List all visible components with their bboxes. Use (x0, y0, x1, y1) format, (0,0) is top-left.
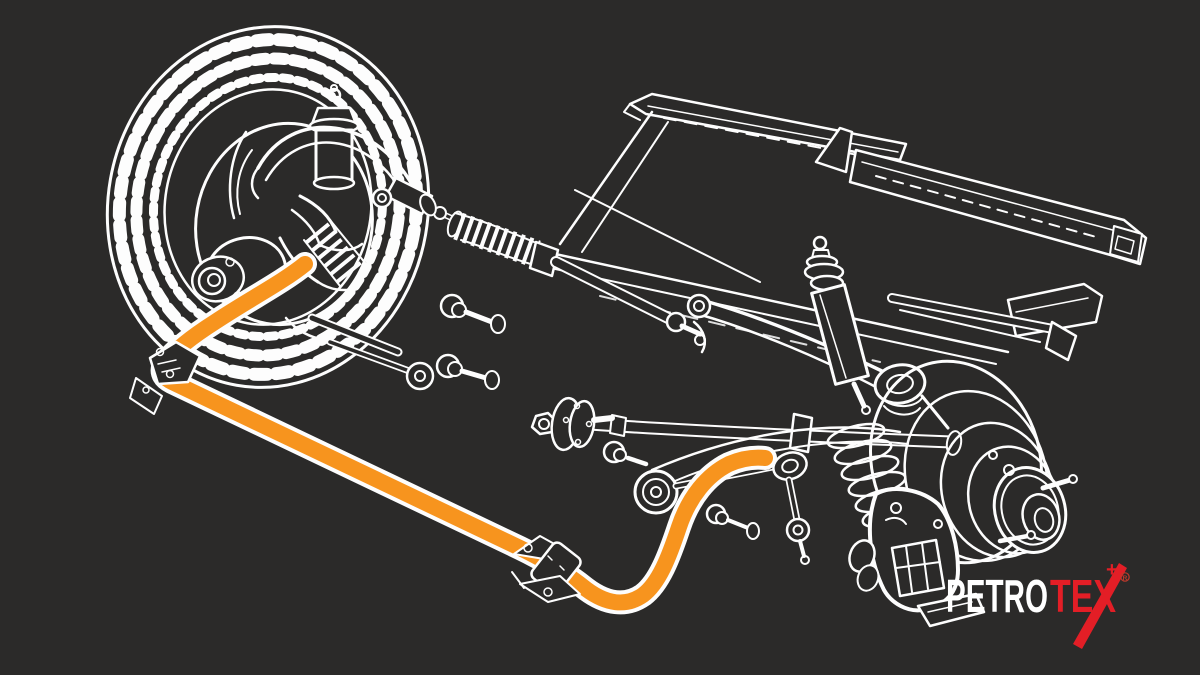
rail-fin-bracket (814, 126, 854, 174)
logo-x-swoosh (1073, 563, 1127, 649)
steering-rack-tube (550, 256, 706, 354)
registered-trademark-letter: R (1123, 575, 1128, 582)
upper-control-arm (250, 125, 437, 217)
petrotex-logo: PETRO TEX + R (946, 559, 1130, 649)
stabilizer-end-link (772, 451, 811, 565)
stabilizer-bar (150, 252, 777, 615)
coil-spring-front (303, 219, 367, 287)
steering-rack-bellows (417, 201, 560, 278)
logo-text-white: PETRO (946, 570, 1048, 622)
lower-control-arm (307, 293, 506, 391)
stabilizer-bar-highlight (154, 256, 773, 611)
wheel-hub (997, 474, 1078, 544)
brake-caliper (848, 487, 986, 628)
subframe-rails (531, 92, 1148, 365)
front-tire (105, 25, 431, 389)
registered-trademark-icon (1120, 572, 1130, 582)
stabilizer-bushing-clamp-front (129, 340, 202, 415)
rear-shock-absorber (803, 235, 871, 415)
stabilizer-bushing-clamp-rear (511, 535, 582, 603)
loose-fasteners (705, 503, 760, 540)
logo-plus-mark: + (1106, 559, 1118, 581)
crossmember (887, 293, 1078, 362)
